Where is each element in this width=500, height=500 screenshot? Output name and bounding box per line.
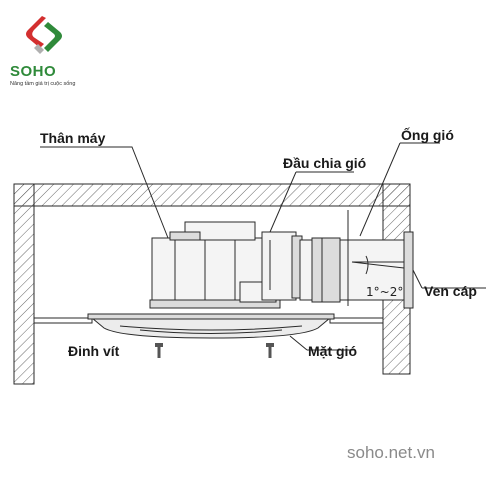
unit-body	[149, 221, 281, 309]
duct-wall-flange	[403, 231, 414, 309]
duct-collar	[311, 237, 341, 303]
label-than-may: Thân máy	[40, 130, 106, 146]
screw-right-head	[266, 343, 274, 347]
angle-line-slope	[351, 261, 405, 269]
screw-right	[266, 343, 274, 358]
grille-face	[90, 317, 332, 339]
false-ceiling	[33, 317, 384, 324]
grille-vane-2	[139, 329, 283, 334]
logo-green-swoosh	[44, 22, 62, 52]
leader-lines	[40, 142, 486, 351]
angle-arc	[365, 255, 369, 275]
label-ven-cap: Ven cáp	[424, 283, 477, 299]
unit-top-box	[184, 221, 256, 241]
ceiling-slab	[13, 183, 411, 207]
screw-left-shank	[157, 347, 161, 358]
ceiling-board-right	[329, 317, 384, 324]
duct-adaptor	[261, 231, 303, 301]
label-dinh-vit: Đinh vít	[68, 343, 120, 359]
ceiling-board-left	[33, 317, 93, 324]
leader-ven-cap	[412, 269, 486, 289]
leader-ong-gio	[359, 142, 440, 237]
air-duct	[299, 210, 414, 309]
label-mat-gio: Mặt gió	[308, 343, 357, 359]
leader-mat-gio	[289, 335, 355, 351]
screw-right-shank	[268, 347, 272, 358]
left-wall	[13, 183, 35, 385]
logo-brand: SOHO	[10, 63, 56, 80]
leader-than-may	[40, 146, 169, 239]
grille-top-plate	[87, 313, 335, 320]
label-angle: 1°~2°	[366, 285, 403, 299]
logo-red-swoosh	[26, 16, 46, 48]
label-dau-chia-gio: Đầu chia gió	[283, 155, 366, 171]
unit-base	[149, 299, 281, 309]
ceiling-structure	[13, 183, 411, 385]
unit-top-cap	[169, 231, 201, 241]
watermark: soho.net.vn	[347, 443, 435, 462]
logo-tagline: Nâng tầm giá trị cuộc sống	[10, 81, 75, 87]
label-ong-gio: Ống gió	[401, 126, 454, 143]
logo-gray-swoosh	[34, 44, 44, 54]
leader-dau-chia-gio	[269, 171, 354, 233]
soho-logo: SOHO Nâng tầm giá trị cuộc sống	[10, 16, 75, 87]
grille-panel	[87, 313, 335, 339]
adaptor-block	[261, 231, 297, 301]
screw-left	[155, 343, 163, 358]
grille-vane-1	[119, 325, 303, 331]
screw-left-head	[155, 343, 163, 347]
